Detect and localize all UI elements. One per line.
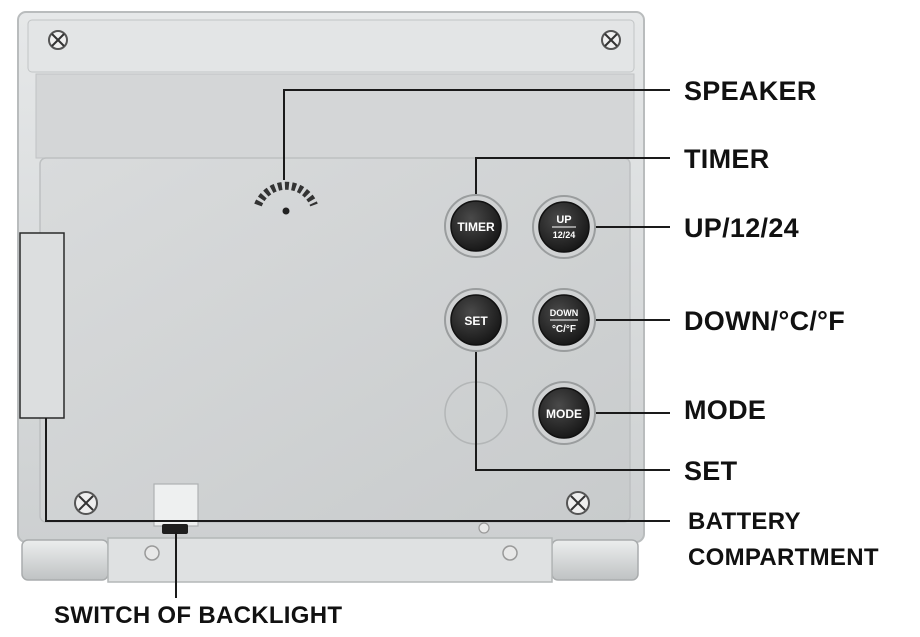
stand-hinge xyxy=(21,522,639,583)
down-button[interactable]: DOWN °C/°F xyxy=(532,288,596,352)
set-button-label: SET xyxy=(464,314,488,328)
backlight-switch[interactable] xyxy=(153,483,199,534)
up-button-label-top: UP xyxy=(556,214,571,226)
screw-icon xyxy=(48,30,68,50)
mode-button[interactable]: MODE xyxy=(532,381,596,445)
screw-icon xyxy=(74,491,98,515)
up-button[interactable]: UP 12/24 xyxy=(532,195,596,259)
down-callout: DOWN/°C/°F xyxy=(684,306,846,336)
battery-callout-line2: COMPARTMENT xyxy=(688,544,879,571)
up-button-label-bottom: 12/24 xyxy=(553,230,576,240)
mode-callout: MODE xyxy=(684,395,767,425)
device-body xyxy=(17,11,645,543)
screw-icon xyxy=(566,491,590,515)
down-button-label-bottom: °C/°F xyxy=(552,324,576,335)
set-callout: SET xyxy=(684,456,738,486)
speaker-grille-icon xyxy=(254,181,318,215)
mode-button-label: MODE xyxy=(546,407,582,421)
backlight-callout: SWITCH OF BACKLIGHT xyxy=(54,602,343,629)
screw-icon xyxy=(601,30,621,50)
timer-callout: TIMER xyxy=(684,144,770,174)
battery-callout-line1: BATTERY xyxy=(688,508,801,535)
leader-lines xyxy=(45,89,670,598)
timer-button-label: TIMER xyxy=(457,220,495,234)
set-button[interactable]: SET xyxy=(444,288,508,352)
up-callout: UP/12/24 xyxy=(684,213,799,243)
down-button-label-top: DOWN xyxy=(550,308,579,318)
speaker-callout: SPEAKER xyxy=(684,76,817,106)
timer-button[interactable]: TIMER xyxy=(444,194,508,258)
